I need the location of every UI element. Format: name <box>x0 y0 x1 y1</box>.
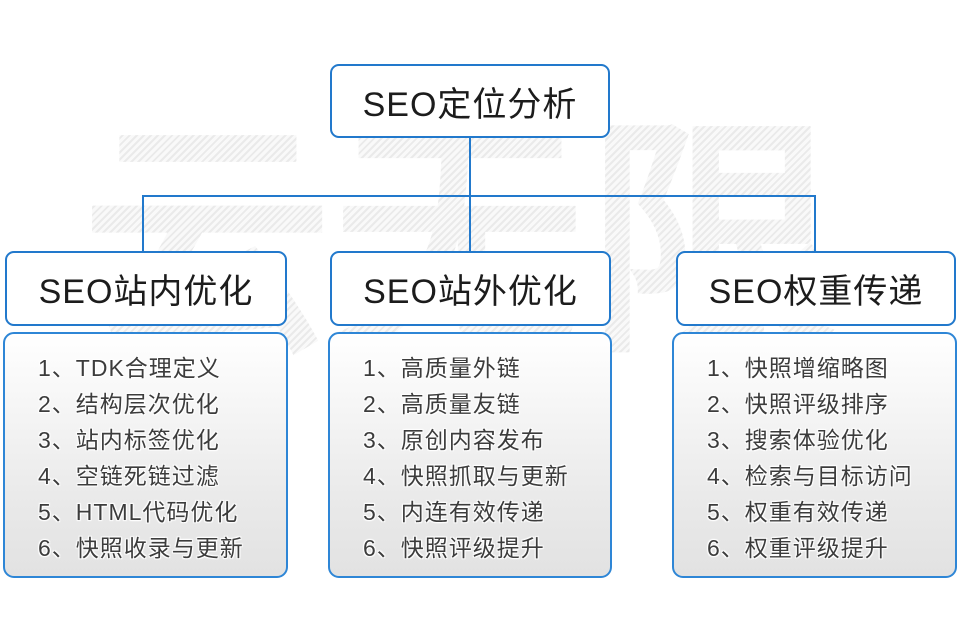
list-item: 2、结构层次优化 <box>38 391 220 417</box>
list-item: 6、快照评级提升 <box>363 535 545 561</box>
node-seo-positioning-analysis: SEO定位分析 <box>330 64 610 138</box>
watermark-text: 云无限 <box>82 103 838 382</box>
connector-left-drop <box>142 195 144 253</box>
node-weight-transfer: SEO权重传递 <box>676 251 956 326</box>
list-item: 5、权重有效传递 <box>707 499 889 525</box>
node-offsite-optimization: SEO站外优化 <box>330 251 611 326</box>
connector-middle-drop <box>469 195 471 253</box>
connector-horizontal <box>142 195 816 197</box>
list-item: 4、空链死链过滤 <box>38 463 220 489</box>
node-title: SEO定位分析 <box>362 85 578 124</box>
panel-onsite-items: 1、TDK合理定义 2、结构层次优化 3、站内标签优化 4、空链死链过滤 5、H… <box>3 332 288 578</box>
node-title: SEO站内优化 <box>38 273 254 311</box>
panel-weight-items: 1、快照增缩略图 2、快照评级排序 3、搜索体验优化 4、检索与目标访问 5、权… <box>672 332 957 578</box>
list-item: 1、快照增缩略图 <box>707 355 889 381</box>
connector-root-down <box>469 138 471 197</box>
connector-right-drop <box>814 195 816 253</box>
list-item: 5、HTML代码优化 <box>38 499 239 525</box>
list-item: 1、TDK合理定义 <box>38 355 221 381</box>
list-item: 6、权重评级提升 <box>707 535 889 561</box>
list-item: 5、内连有效传递 <box>363 499 545 525</box>
node-title: SEO权重传递 <box>708 273 924 311</box>
node-onsite-optimization: SEO站内优化 <box>5 251 287 326</box>
list-item: 2、快照评级排序 <box>707 391 889 417</box>
list-item: 3、站内标签优化 <box>38 427 220 453</box>
list-item: 2、高质量友链 <box>363 391 521 417</box>
list-item: 4、快照抓取与更新 <box>363 463 569 489</box>
list-item: 3、搜索体验优化 <box>707 427 889 453</box>
list-item: 6、快照收录与更新 <box>38 535 244 561</box>
panel-offsite-items: 1、高质量外链 2、高质量友链 3、原创内容发布 4、快照抓取与更新 5、内连有… <box>328 332 612 578</box>
list-item: 4、检索与目标访问 <box>707 463 913 489</box>
node-title: SEO站外优化 <box>363 273 578 311</box>
list-item: 1、高质量外链 <box>363 355 521 381</box>
list-item: 3、原创内容发布 <box>363 427 545 453</box>
